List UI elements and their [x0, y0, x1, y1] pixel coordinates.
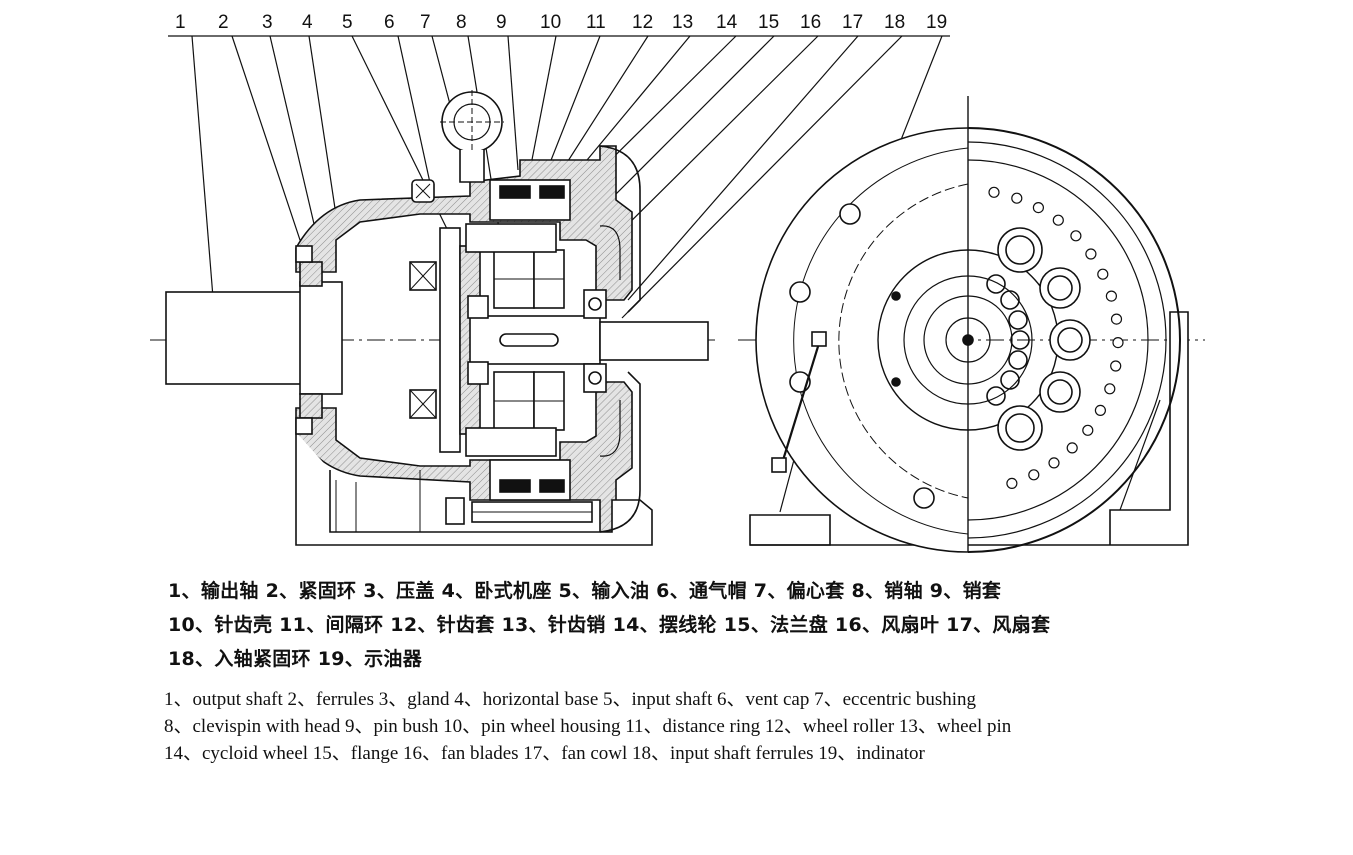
callout-6: 6 — [384, 12, 395, 33]
callout-8: 8 — [456, 12, 467, 33]
pin-bead — [1032, 202, 1045, 214]
callout-18: 18 — [884, 12, 906, 33]
pin-bead — [1048, 457, 1060, 469]
pin-bead — [1006, 477, 1018, 489]
callout-10: 10 — [540, 12, 562, 33]
pin-bead — [1052, 214, 1064, 226]
callout-2: 2 — [218, 12, 229, 33]
fan-cowl — [599, 145, 641, 533]
pin-bead — [1066, 442, 1078, 454]
callout-4: 4 — [302, 12, 313, 33]
pin-bead — [1105, 290, 1118, 302]
pin-bead — [988, 186, 1000, 198]
pin-bead — [1028, 469, 1040, 481]
callout-17: 17 — [842, 12, 864, 33]
pin-bead — [1112, 337, 1124, 349]
pin-bead — [1094, 404, 1107, 416]
pin-bead — [1097, 268, 1109, 280]
pin-bead — [1085, 248, 1097, 260]
caption-en-line-3: 14、cycloid wheel 15、flange 16、fan blades… — [164, 743, 925, 764]
callout-1: 1 — [175, 12, 186, 33]
pin-bead — [1110, 360, 1122, 372]
callout-7: 7 — [420, 12, 431, 33]
pin-bead — [1070, 230, 1082, 242]
pin-bead — [1110, 313, 1123, 325]
callout-19: 19 — [926, 12, 948, 33]
pin-ring-beads — [988, 186, 1124, 489]
caption-cn-line-3: 18、入轴紧固环 19、示油器 — [168, 648, 422, 670]
side-section-view — [150, 90, 715, 546]
pin-bead — [1011, 192, 1023, 204]
callout-13: 13 — [672, 12, 694, 33]
callout-15: 15 — [758, 12, 780, 33]
pin-bead — [1104, 383, 1116, 395]
caption-en-line-2: 8、clevispin with head 9、pin bush 10、pin … — [164, 716, 1012, 737]
callout-16: 16 — [800, 12, 822, 33]
end-view — [738, 96, 1205, 553]
callout-5: 5 — [342, 12, 353, 33]
callout-3: 3 — [262, 12, 273, 33]
callout-9: 9 — [496, 12, 507, 33]
output-shaft — [165, 291, 307, 385]
pin-bead — [1082, 424, 1094, 436]
caption-en-line-1: 1、output shaft 2、ferrules 3、gland 4、hori… — [164, 689, 977, 710]
callout-12: 12 — [632, 12, 654, 33]
caption-cn-line-1: 1、输出轴 2、紧固环 3、压盖 4、卧式机座 5、输入油 6、通气帽 7、偏心… — [168, 580, 1002, 602]
caption-cn-line-2: 10、针齿壳 11、间隔环 12、针齿套 13、针齿销 14、摆线轮 15、法兰… — [168, 614, 1051, 636]
callout-14: 14 — [716, 12, 738, 33]
cycloid-reducer-diagram — [150, 35, 1205, 553]
callout-11: 11 — [586, 12, 606, 33]
